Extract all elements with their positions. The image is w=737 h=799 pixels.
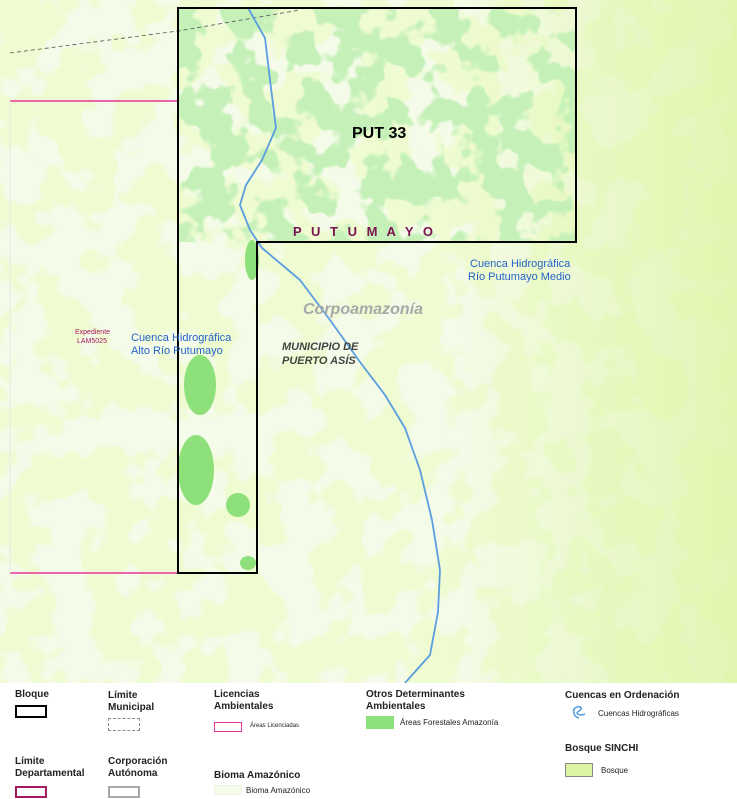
legend-corporacion-autonoma-swatch — [108, 786, 140, 798]
map-layers — [0, 0, 737, 683]
legend-bosque-swatch — [565, 763, 593, 777]
legend-limite-departamental-swatch — [15, 786, 47, 798]
legend-areas-forestales-swatch — [366, 716, 394, 729]
forest-areas-layer — [178, 8, 576, 242]
basin-medio-label-line2: Río Putumayo Medio — [468, 271, 571, 283]
map-legend: Bloque Límite Departamental Límite Munic… — [0, 683, 737, 799]
legend-areas-forestales-label: Áreas Forestales Amazonía — [400, 718, 499, 727]
legend-limite-departamental-title: Límite Departamental — [15, 756, 85, 779]
legend-licencias-title: Licencias Ambientales — [214, 689, 274, 712]
legend-cuencas-title: Cuencas en Ordenación — [565, 690, 680, 701]
legend-bosque-label: Bosque — [601, 766, 629, 775]
block-put33-outline[interactable] — [177, 7, 577, 574]
legend-bosque-sinchi-title: Bosque SINCHI — [565, 743, 639, 754]
municipality-label-line1: MUNICIPIO DE — [282, 341, 359, 353]
basin-medio-label-line1: Cuenca Hidrográfica — [470, 258, 571, 270]
legend-bloque-swatch — [15, 705, 47, 718]
legend-otros-determinantes-title: Otros Determinantes Ambientales — [366, 689, 465, 712]
legend-bioma-swatch — [214, 785, 242, 795]
legend-corporacion-autonoma-title: Corporación Autónoma — [108, 756, 168, 779]
legend-cuencas-label: Cuencas Hidrográficas — [598, 709, 679, 718]
corporation-label: Corpoamazonía — [303, 301, 424, 318]
river-putumayo — [239, 7, 441, 683]
map-canvas[interactable]: PUT 33 P U T U M A Y O Corpoamazonía MUN… — [0, 0, 737, 683]
legend-bioma-title: Bioma Amazónico — [214, 770, 301, 781]
basin-alto-label-line1: Cuenca Hidrográfica — [131, 332, 232, 344]
legend-bloque-title: Bloque — [15, 689, 49, 700]
legend-areas-licenciadas-label: Áreas Licenciadas — [250, 723, 300, 729]
legend-limite-municipal-swatch — [108, 718, 140, 731]
expediente-label-line2: LAM5025 — [77, 338, 107, 345]
department-label: P U T U M A Y O — [293, 224, 437, 239]
forest-areas-west-strip — [178, 240, 259, 570]
block-label: PUT 33 — [352, 125, 407, 142]
basin-alto-label-line2: Alto Río Putumayo — [131, 345, 223, 357]
expediente-label-line1: Expediente — [75, 329, 111, 336]
river-squiggle-icon — [572, 705, 586, 719]
municipality-label-line2: PUERTO ASÍS — [282, 355, 356, 367]
legend-bioma-label: Bioma Amazónico — [246, 786, 311, 795]
legend-areas-licenciadas-swatch — [214, 722, 242, 732]
legend-limite-municipal-title: Límite Municipal — [108, 690, 155, 713]
